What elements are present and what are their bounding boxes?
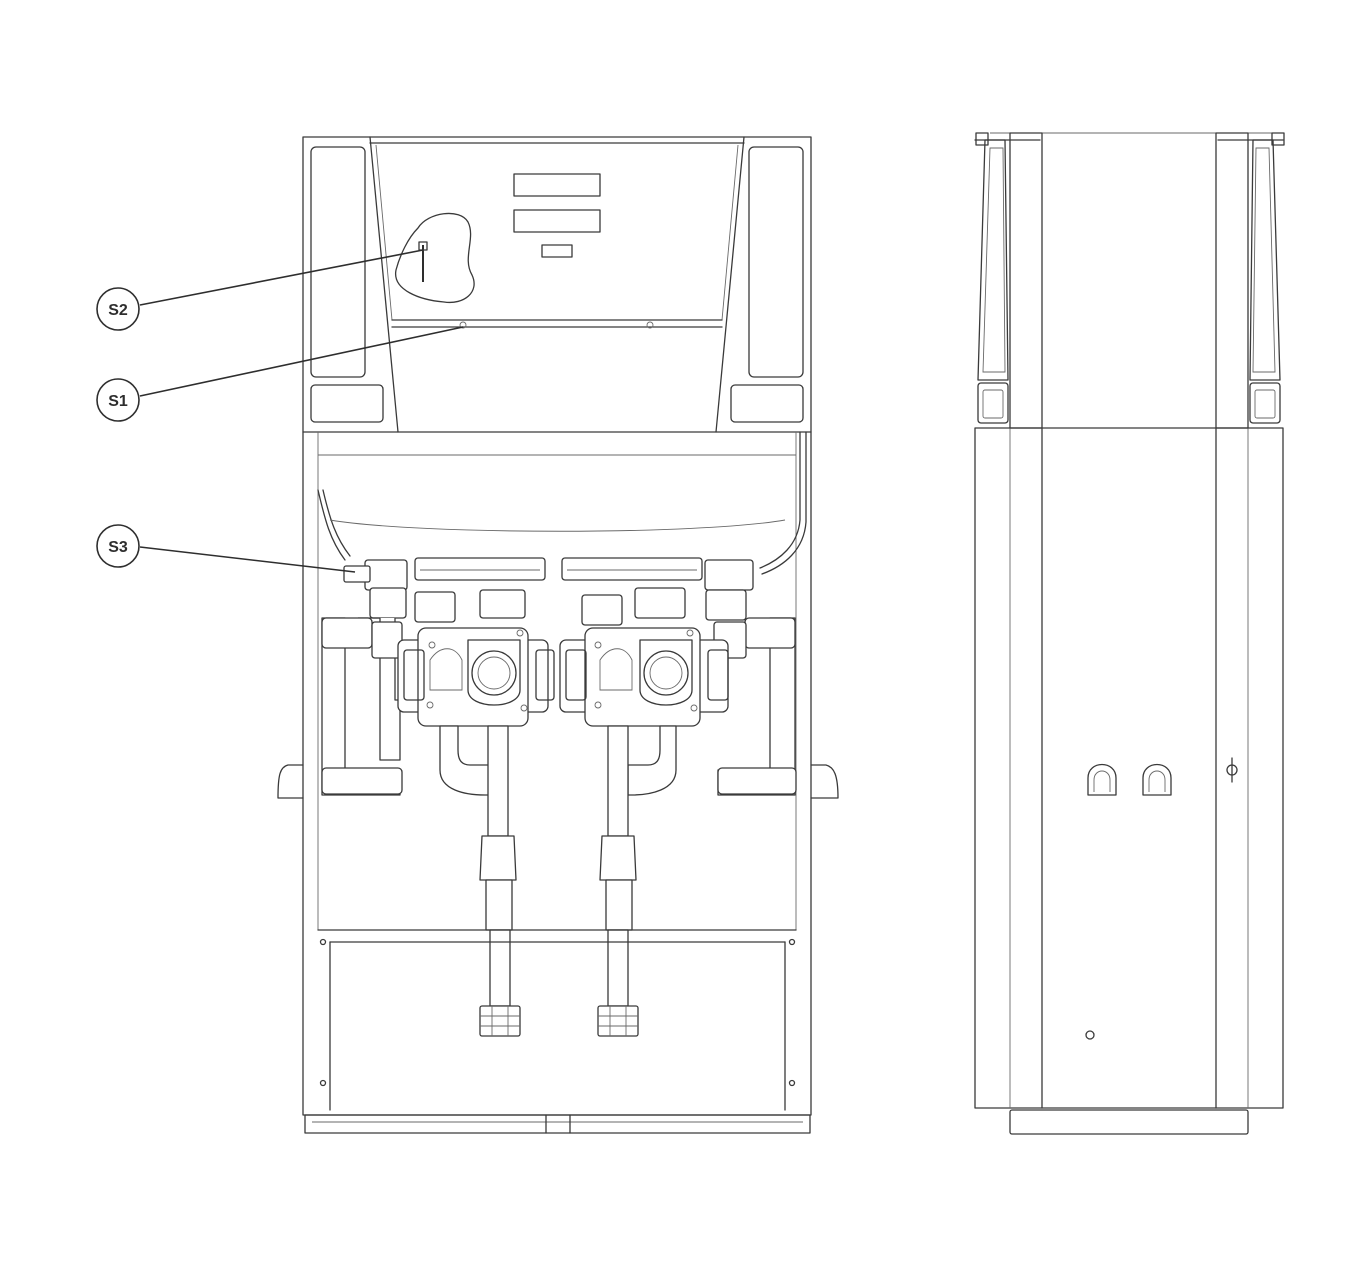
lower-access-panel — [317, 929, 797, 1111]
side-base — [1009, 1109, 1249, 1135]
solenoid-valve-s3 — [364, 559, 408, 591]
side-cabinet-outline — [974, 427, 1284, 1109]
display-window — [369, 142, 745, 329]
display-readout-top — [513, 173, 601, 197]
display-readout-middle — [513, 209, 601, 233]
nozzle-boot-right — [1142, 763, 1172, 796]
side-head-left — [975, 132, 1043, 429]
front-view — [277, 136, 839, 1134]
right-handle — [810, 764, 839, 799]
callout-s2: S2 — [96, 249, 424, 331]
pipe-run-right — [597, 725, 677, 1037]
callout-s3: S3 — [96, 524, 356, 573]
meter-right — [559, 627, 729, 727]
outer-pipe-left — [321, 617, 403, 796]
pipe-run-left — [439, 725, 521, 1037]
nozzle-boot-left — [1087, 763, 1117, 796]
callout-s3-label: S3 — [108, 539, 128, 556]
outer-pipe-right — [713, 617, 797, 796]
meter-left — [397, 627, 555, 727]
valve-manifold — [343, 557, 754, 591]
head-left-panel — [310, 136, 399, 433]
left-handle — [277, 764, 304, 799]
side-screw — [1085, 1030, 1095, 1040]
side-head-right — [1215, 132, 1285, 429]
cutaway-region — [395, 212, 475, 304]
callout-s1-label: S1 — [108, 393, 128, 410]
head-right-panel — [715, 136, 804, 433]
callout-s2-label: S2 — [108, 302, 128, 319]
sensor-s1-part — [459, 321, 467, 329]
side-view — [974, 132, 1285, 1135]
callout-s1: S1 — [96, 326, 464, 422]
display-readout-small — [541, 244, 573, 258]
front-base — [304, 1114, 811, 1134]
